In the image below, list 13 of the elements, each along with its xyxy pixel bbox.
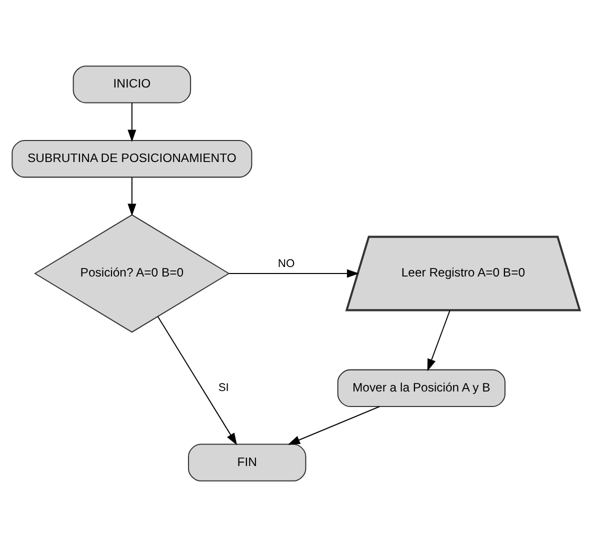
- arrow: [229, 268, 360, 278]
- arrow: [128, 102, 136, 142]
- arrow: [128, 176, 136, 216]
- edge-label: SI: [218, 382, 229, 394]
- node-box: FIN: [188, 443, 306, 481]
- node-diamond: Posición? A=0 B=0: [34, 214, 230, 332]
- node-box: SUBRUTINA DE POSICIONAMIENTO: [12, 139, 252, 178]
- edge-label: NO: [278, 258, 295, 270]
- arrow: [427, 310, 450, 371]
- node-box: Mover a la Posición A y B: [337, 368, 506, 407]
- node-box: INICIO: [72, 65, 192, 103]
- arrow: [288, 406, 380, 444]
- arrow: [157, 316, 238, 445]
